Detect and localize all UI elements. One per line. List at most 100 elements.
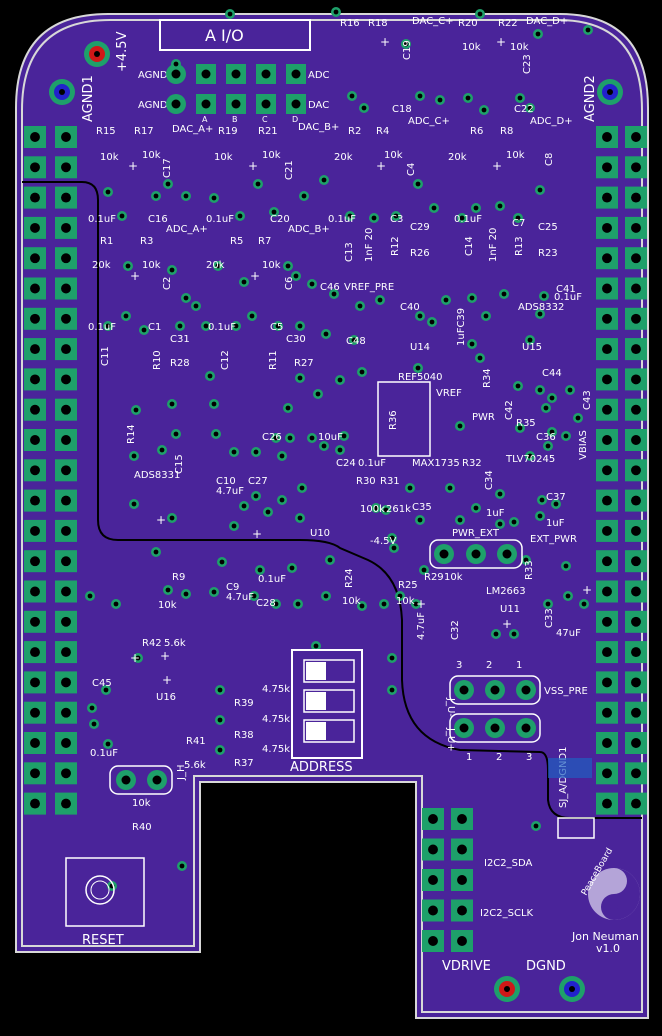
silk-pwr-ext: PWR_EXT: [452, 528, 500, 539]
address-label: ADDRESS: [290, 760, 353, 775]
via: [543, 441, 553, 451]
silk-adc-d-plus: ADC_D+: [530, 116, 573, 127]
via: [181, 293, 191, 303]
silk-c13: C13: [344, 242, 355, 262]
i2c-pin-header: [422, 808, 473, 952]
i2c2-sda-label: I2C2_SDA: [484, 858, 533, 869]
via: [167, 399, 177, 409]
silk-dac-c-plus: DAC_C+: [412, 16, 454, 27]
dgnd-label: DGND: [526, 959, 566, 974]
left-header-pin: [55, 732, 77, 754]
via: [491, 629, 501, 639]
silk-four7uf-a: 4.7uF: [216, 486, 244, 497]
silk-r41: R41: [186, 736, 206, 747]
silk-c6: C6: [284, 277, 295, 290]
silk-ten-k-3: 10k: [384, 150, 403, 161]
right-header-pin: [596, 216, 618, 239]
dip-switch-body: [291, 649, 363, 759]
via: [283, 261, 293, 271]
silk-c8: C8: [544, 153, 555, 166]
header-right-label-1: ADC: [308, 70, 330, 81]
left-header-pin: [24, 792, 46, 815]
left-header-pin: [24, 489, 46, 512]
via: [255, 565, 265, 575]
silk-r36: R36: [388, 410, 399, 430]
left-header-pin: [55, 671, 77, 694]
right-header-pin: [625, 338, 647, 361]
right-header-pin: [625, 701, 647, 724]
silk-c23: C23: [522, 54, 533, 74]
left-header-pin: [55, 519, 77, 542]
silk-c41: C41: [556, 284, 576, 295]
silk-tlv2: TLV70245: [505, 454, 555, 465]
power-pad-dgnd: [559, 976, 585, 1002]
via: [415, 91, 425, 101]
via: [263, 507, 273, 517]
silk-r27: R27: [294, 358, 314, 369]
via: [229, 521, 239, 531]
right-header-pin: [625, 277, 647, 300]
via: [525, 451, 535, 461]
silk-cap-01-b: 0.1uF: [206, 214, 234, 225]
silk-plus-mark: +: [492, 159, 502, 173]
left-header-pin: [55, 762, 77, 785]
silk-ju-minus: J_U-: [445, 697, 456, 717]
jumper-pin: [516, 718, 536, 738]
via: [319, 441, 329, 451]
right-header-pin: [596, 519, 618, 542]
aio-header-pin: [226, 64, 246, 84]
silk-dac-d-plus: DAC_D+: [526, 16, 568, 27]
via: [495, 489, 505, 499]
via: [103, 739, 113, 749]
right-header-pin: [625, 580, 647, 603]
silk-ten-k-12: 10k: [444, 572, 463, 583]
silk-r24: R24: [344, 568, 355, 588]
via: [387, 533, 397, 543]
silk-ads8332: ADS8332: [518, 302, 564, 313]
aio-header-pin: [166, 64, 186, 84]
via: [479, 105, 489, 115]
via: [475, 353, 485, 363]
silk-one-nf-20-a: 1nF 20: [364, 228, 375, 262]
via: [277, 495, 287, 505]
silk-four7uf-c: 4.7uF: [416, 612, 427, 640]
silk-c43: C43: [582, 390, 593, 410]
via: [215, 685, 225, 695]
jumper-pin: [454, 718, 474, 738]
via: [151, 547, 161, 557]
left-header-pin: [24, 186, 46, 209]
silk-jp-num-b3: 3: [526, 752, 532, 763]
silk-r37: R37: [234, 758, 254, 769]
via: [389, 543, 399, 553]
right-header-pin: [625, 671, 647, 694]
right-header-pin: [625, 398, 647, 421]
jumper-pin: [147, 770, 167, 790]
via: [335, 375, 345, 385]
aio-header-pin: [166, 94, 186, 114]
left-header-pin: [24, 762, 46, 785]
right-header-pin: [625, 216, 647, 239]
silk-five6k-a: 5.6k: [164, 638, 186, 649]
right-header-pin: [596, 398, 618, 421]
silk-r12: R12: [390, 236, 401, 256]
silk-four75k-b: 4.75k: [262, 714, 290, 725]
silk-r10: R10: [152, 350, 163, 370]
silk-plus-mark: +: [130, 651, 140, 665]
right-header-pin: [596, 550, 618, 573]
silk-jp-num-1: 1: [516, 660, 522, 671]
silk-c16: C16: [148, 214, 168, 225]
silk-ref5040: REF5040: [398, 372, 442, 383]
via: [103, 321, 113, 331]
via: [85, 591, 95, 601]
right-header-pin: [625, 792, 647, 815]
silk-c40: C40: [400, 302, 420, 313]
silk-u15: U15: [522, 342, 542, 353]
silk-four75k-a: 4.75k: [262, 684, 290, 695]
aio-header-label: A I/O: [205, 26, 244, 45]
silk-lm2663: LM2663: [486, 586, 526, 597]
via: [329, 289, 339, 299]
right-header-pin: [596, 368, 618, 391]
right-header-pin: [596, 186, 618, 209]
version-label: v1.0: [596, 942, 620, 955]
